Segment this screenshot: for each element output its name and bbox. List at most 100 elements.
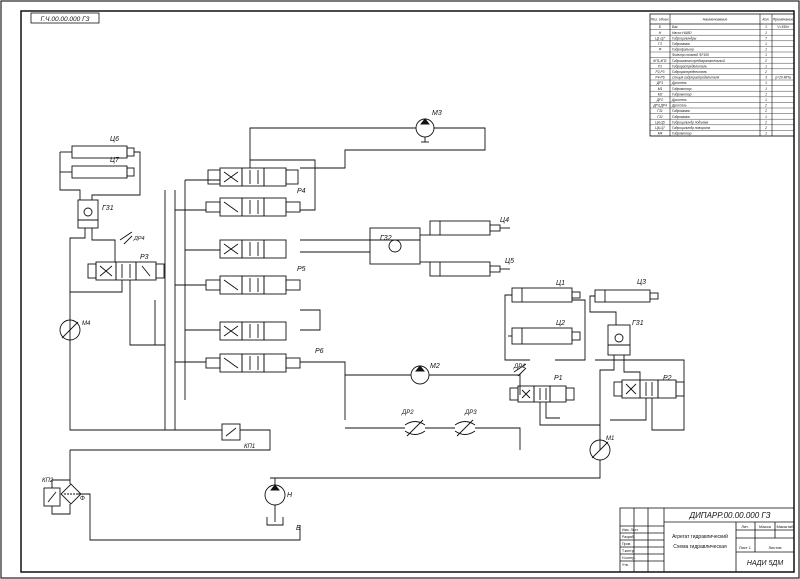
col-lit: Лит. xyxy=(741,524,748,529)
spec-cell-12-1: Гидромотор xyxy=(672,92,692,96)
spec-cell-7-0: Р1 xyxy=(658,64,662,68)
spec-header-0: Поз. обозн. xyxy=(651,18,670,22)
spec-cell-3-1: Гидрозамок xyxy=(672,42,690,46)
role-1: Разраб. xyxy=(622,535,635,539)
spec-cell-14-2: 2 xyxy=(764,104,767,108)
component-labels: Ц6 Ц7 Г31 ДР4 Р3 М4 Р4 Р5 Р6 М3 Г32 Ц4 Ц… xyxy=(42,110,672,532)
cylinder-c1 xyxy=(511,287,581,303)
label-m2: М2 xyxy=(430,363,440,370)
label-g32: Г32 xyxy=(380,235,392,242)
title-block-text: ДИПАРР.00.00.000 ГЗ Агрегат гидравлическ… xyxy=(622,511,794,567)
pump-n xyxy=(264,484,286,506)
label-filter: Ф xyxy=(80,496,85,502)
role-2: Пров. xyxy=(622,542,631,546)
role-5: Утв. xyxy=(622,563,629,567)
spec-cell-6-1: Гидроклапан предохранительный xyxy=(672,59,725,63)
valve-p1 xyxy=(509,385,575,403)
spec-cell-10-1: Дроссель xyxy=(671,81,687,85)
valve-p6 xyxy=(205,321,301,373)
hydro-lock-g32 xyxy=(369,227,421,265)
label-g31-left: Г31 xyxy=(102,205,114,212)
inner-frame xyxy=(20,10,795,573)
spec-cell-2-1: Гидроцилиндры xyxy=(672,36,697,40)
throttle-dr1 xyxy=(513,363,527,377)
spec-cell-19-0: М4 xyxy=(658,132,663,136)
spec-cell-5-2: 1 xyxy=(765,53,767,57)
role-4: Н.контр. xyxy=(622,556,635,560)
spec-cell-1-0: Н xyxy=(659,31,662,35)
label-p3: Р3 xyxy=(140,254,149,261)
label-m4: М4 xyxy=(82,321,91,327)
label-dr4: ДР4 xyxy=(133,236,145,242)
spec-cell-13-1: Дроссель xyxy=(671,98,687,102)
valve-p2 xyxy=(613,379,685,399)
label-c4: Ц4 xyxy=(500,217,509,224)
spec-cell-13-0: ДР2 xyxy=(656,98,664,102)
spec-header-2: Кол. xyxy=(762,18,769,22)
hydro-lock-g31-left xyxy=(77,199,99,229)
title-block xyxy=(619,507,795,573)
filter-f xyxy=(60,483,82,505)
spec-cell-9-1: Секция гидрораспределителя xyxy=(672,76,719,80)
spec-cell-10-0: ДР1 xyxy=(656,81,664,85)
label-pump: Н xyxy=(287,492,293,499)
spec-cell-7-2: 1 xyxy=(765,64,767,68)
spec-cell-9-2: 3 xyxy=(765,76,767,80)
label-c1: Ц1 xyxy=(556,280,565,287)
spec-cell-17-1: Гидроцилиндр подъема xyxy=(672,120,708,124)
cylinder-c7 xyxy=(60,165,135,179)
label-p5: Р5 xyxy=(297,266,306,273)
spec-cell-15-2: 2 xyxy=(764,109,767,113)
cylinder-c4 xyxy=(429,220,510,236)
spec-cell-16-0: Г32 xyxy=(657,115,663,119)
spec-cell-4-0: Ф xyxy=(659,48,662,52)
spec-cell-9-3: p=20 МПа xyxy=(774,76,790,80)
spec-cell-16-2: 1 xyxy=(765,115,767,119)
label-c5: Ц5 xyxy=(505,258,514,265)
tank-b xyxy=(266,517,284,526)
spec-cell-8-1: Гидрораспределитель xyxy=(672,70,707,74)
title-line-1: Агрегат гидравлический xyxy=(672,533,728,540)
spec-cell-3-2: 1 xyxy=(765,42,767,46)
spec-cell-3-0: Г3 xyxy=(658,42,662,46)
throttle-dr3 xyxy=(454,419,476,437)
valve-p4 xyxy=(205,167,301,217)
spec-cell-17-0: Ц4,Ц5 xyxy=(655,120,665,124)
spec-cell-2-2: 7 xyxy=(765,36,767,40)
label-tank: Б xyxy=(296,525,301,532)
label-c2: Ц2 xyxy=(556,320,565,327)
throttle-dr4 xyxy=(119,231,133,245)
spec-cell-9-0: Р4-Р6 xyxy=(655,76,664,80)
cylinder-c5 xyxy=(429,261,510,277)
spec-cell-4-1: Гидрофильтр xyxy=(672,48,694,52)
title-line-2: Схема гидравлическая xyxy=(673,544,727,550)
spec-cell-7-1: Гидрораспределитель xyxy=(672,64,707,68)
label-p6: Р6 xyxy=(315,348,324,355)
spec-cell-19-1: Гидромотор xyxy=(672,132,692,136)
label-c7: Ц7 xyxy=(110,157,120,164)
spec-cell-5-1: Фильтр сливной ФГ100 xyxy=(672,53,709,57)
spec-cell-0-0: Б xyxy=(659,25,662,29)
spec-cell-18-1: Гидроцилиндр поворота xyxy=(672,126,710,130)
role-3: Т.контр. xyxy=(622,549,635,553)
spec-cell-17-2: 2 xyxy=(764,120,767,124)
spec-cell-1-1: Насос НШ50 xyxy=(672,31,692,35)
spec-cell-1-2: 1 xyxy=(765,31,767,35)
spec-cell-0-1: Бак xyxy=(672,25,678,29)
spec-cell-11-0: М1 xyxy=(658,87,663,91)
col-scale: Масштаб xyxy=(776,524,794,529)
cylinder-c2 xyxy=(511,327,581,345)
spec-cell-8-0: Р2,Р3 xyxy=(656,70,665,74)
label-c6: Ц6 xyxy=(110,136,119,143)
spec-cell-12-0: М2 xyxy=(658,92,663,96)
spec-cell-2-0: Ц1-Ц7 xyxy=(655,36,665,40)
spec-cell-18-2: 2 xyxy=(764,126,767,130)
spec-cell-16-1: Гидрозамок xyxy=(672,115,690,119)
hydraulic-circuit xyxy=(43,118,685,541)
valve-p3 xyxy=(87,261,165,281)
spec-cell-11-1: Гидромотор xyxy=(672,87,692,91)
motor-m3 xyxy=(415,118,435,143)
sheet-number: Лист 1 xyxy=(739,545,752,550)
